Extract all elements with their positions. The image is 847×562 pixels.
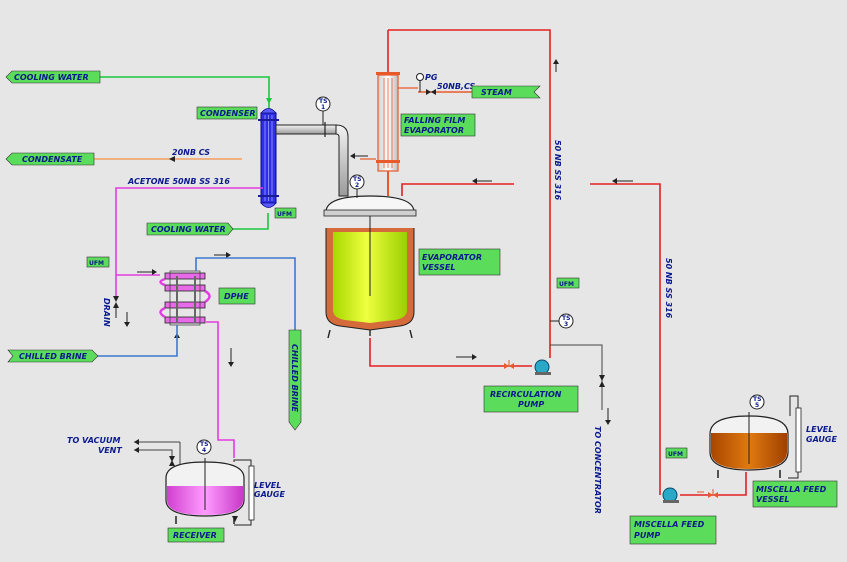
receiver-level-gauge-label-1: LEVEL (254, 481, 281, 490)
chilled-brine-in-label: CHILLED BRINE (19, 352, 88, 361)
miscella-feed-vessel (709, 412, 789, 478)
miscella-feed-line (590, 178, 747, 498)
recirculation-loop (369, 29, 559, 369)
ts2-label-b: 2 (355, 182, 359, 189)
ts5-gauge: TS 5 (749, 394, 765, 410)
steam-label: STEAM (481, 88, 512, 97)
ffe-label-1: FALLING FILM (404, 116, 465, 125)
acetone-line-label: ACETONE 50NB SS 316 (127, 177, 230, 186)
ufm-condenser-tag: UFM (274, 207, 297, 219)
miscella-feed-vessel-tag: MISCELLA FEED VESSEL (752, 480, 838, 508)
vacuum-vent-label-1: TO VACUUM (67, 436, 121, 445)
receiver-level-gauge-label-2: GAUGE (254, 490, 285, 499)
steam-line-label: 50NB,CS (437, 82, 476, 91)
dphe-tag: DPHE (218, 287, 256, 305)
miscella-vessel-label-2: VESSEL (756, 495, 789, 504)
ufm-feed-label: UFM (668, 451, 683, 458)
miscella-level-gauge (788, 395, 802, 479)
to-concentrator-label: TO CONCENTRATOR (593, 426, 602, 514)
vapour-pipe (275, 122, 349, 197)
ufm-recirc-label: UFM (559, 281, 574, 288)
cooling-water-top-tag: COOLING WATER (5, 70, 101, 84)
ufm-condenser-label: UFM (277, 211, 292, 218)
evaporator-vessel-tag: EVAPORATOR VESSEL (418, 248, 501, 276)
cooling-water-return-line (228, 213, 269, 230)
ffe-label-2: EVAPORATOR (404, 126, 464, 135)
ts3-label-b: 3 (564, 321, 568, 328)
drain-valve (113, 296, 119, 318)
vacuum-vent-label-2: VENT (98, 446, 122, 455)
miscella-vessel-label-1: MISCELLA FEED (756, 485, 827, 494)
ts3-gauge: TS 3 (550, 313, 574, 329)
chilled-brine-lines (96, 257, 296, 357)
recirculation-pump (534, 359, 551, 375)
drain-label: DRAIN (102, 298, 111, 327)
ffe-tag: FALLING FILM EVAPORATOR (400, 113, 476, 137)
miscella-pump-label-1: MISCELLA FEED (634, 520, 705, 529)
cooling-water-bottom-label: COOLING WATER (151, 225, 226, 234)
evap-vessel-label-1: EVAPORATOR (422, 253, 482, 262)
ts2-gauge: TS 2 (349, 174, 365, 198)
ts4-gauge: TS 4 (196, 439, 212, 455)
ts1-gauge: TS 1 (315, 96, 331, 125)
miscella-level-gauge-label-1: LEVEL (806, 425, 833, 434)
evaporator-vessel (323, 183, 514, 339)
ufm-recirc-tag: UFM (556, 277, 580, 289)
ufm-feed-tag: UFM (665, 447, 688, 459)
chilled-brine-in-tag: CHILLED BRINE (7, 349, 99, 363)
condensate-label: CONDENSATE (22, 155, 83, 164)
receiver-level-gauge (232, 459, 255, 526)
cooling-water-supply-line (100, 76, 272, 108)
dphe-exchanger (159, 270, 211, 326)
steam-line (418, 80, 472, 95)
ts5-label-a: TS (753, 396, 761, 403)
chilled-brine-out-tag: CHILLED BRINE (288, 329, 302, 431)
ts4-label-a: TS (200, 441, 208, 448)
dphe-label: DPHE (224, 292, 249, 301)
receiver-vessel (165, 458, 245, 524)
ts1-label-a: TS (319, 98, 327, 105)
evap-vessel-label-2: VESSEL (422, 263, 455, 272)
acetone-line (115, 187, 263, 458)
condensate-tag: CONDENSATE (5, 152, 95, 166)
to-concentrator-line (550, 344, 611, 425)
condenser-label: CONDENSER (200, 109, 256, 118)
miscella-pump-label-2: PUMP (634, 531, 660, 540)
falling-film-evaporator (360, 30, 418, 196)
ts3-label-a: TS (562, 315, 570, 322)
condensate-line (94, 156, 242, 162)
pg-gauge (416, 73, 424, 81)
ts4-label-b: 4 (202, 447, 206, 454)
recirc-pump-label-2: PUMP (518, 400, 544, 409)
line-20nb-cs-label: 20NB CS (172, 148, 210, 157)
steam-tag: STEAM (471, 85, 541, 99)
pg-label: PG (425, 73, 438, 82)
main-line-label: 50 NB SS 316 (553, 140, 562, 201)
ufm-acetone-tag: UFM (86, 256, 110, 268)
receiver-label: RECEIVER (173, 531, 217, 540)
miscella-feed-pump-tag: MISCELLA FEED PUMP (629, 515, 717, 545)
condenser-tag: CONDENSER (196, 106, 258, 120)
vacuum-vent-lines (134, 439, 181, 466)
cooling-water-top-label: COOLING WATER (14, 73, 89, 82)
condenser (258, 108, 279, 208)
chilled-brine-out-label: CHILLED BRINE (290, 344, 299, 413)
miscella-feed-pump (662, 487, 679, 503)
vapor-arrows (350, 153, 492, 184)
ufm-acetone-label: UFM (89, 260, 104, 267)
feed-line-label: 50 NB SS 316 (664, 258, 673, 319)
recirc-pump-label-1: RECIRCULATION (490, 390, 562, 399)
miscella-level-gauge-label-2: GAUGE (806, 435, 837, 444)
ts5-label-b: 5 (755, 402, 759, 409)
recirculation-pump-tag: RECIRCULATION PUMP (483, 385, 579, 413)
receiver-tag: RECEIVER (167, 527, 225, 543)
ts1-label-b: 1 (321, 104, 325, 111)
ts2-label-a: TS (353, 176, 361, 183)
cooling-water-bottom-tag: COOLING WATER (146, 222, 234, 236)
